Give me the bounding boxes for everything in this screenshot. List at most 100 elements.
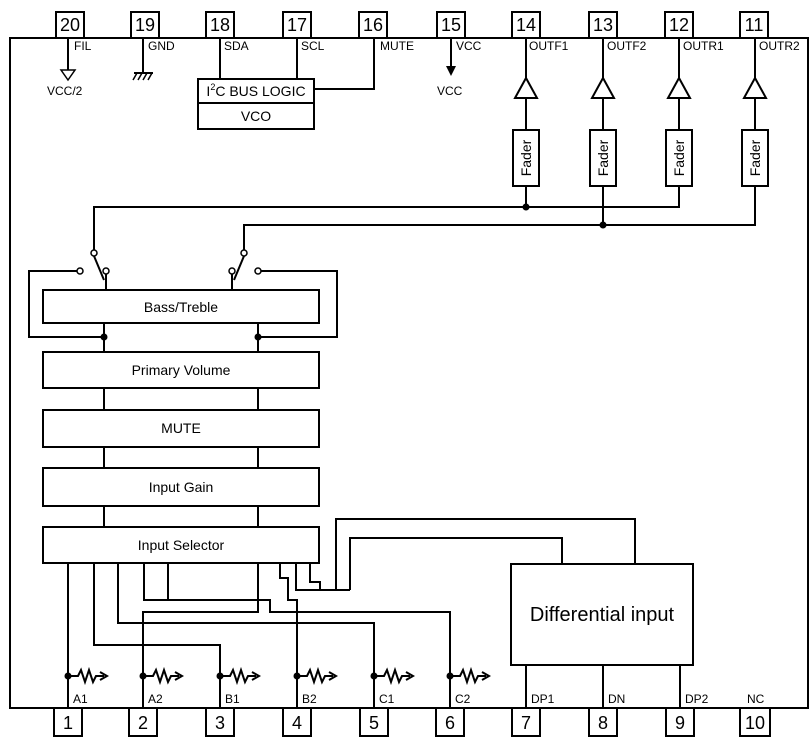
bottom-pin-1: 1 xyxy=(53,707,83,737)
pin-number: 2 xyxy=(138,713,148,733)
top-pin-12: 12 OUTR1 xyxy=(664,11,724,53)
pin-label: DN xyxy=(608,692,625,706)
pin-label: DP1 xyxy=(531,692,555,706)
output-chain-outf1: Fader xyxy=(512,38,540,207)
pin-number: 15 xyxy=(441,15,461,35)
pin-number: 11 xyxy=(745,15,764,35)
bottom-pin-2: 2 xyxy=(128,707,158,737)
pin-number: 9 xyxy=(675,713,685,733)
bottom-pin-9: 9 xyxy=(665,707,695,737)
vco-label: VCO xyxy=(241,108,271,124)
output-chain-outr1: Fader xyxy=(526,38,693,208)
resistor-a1 xyxy=(64,666,110,686)
pin-label: OUTF2 xyxy=(607,39,647,53)
bottom-pin-3: 3 xyxy=(205,707,235,737)
bottom-pin-7: 7 xyxy=(511,707,541,737)
pin-number: 1 xyxy=(63,713,73,733)
vcc-reference-label: VCC xyxy=(437,84,463,98)
top-pin-19: 19 GND xyxy=(130,11,175,53)
output-chain-outf2: Fader xyxy=(589,38,617,225)
pin-number: 10 xyxy=(745,713,765,733)
vco-block xyxy=(197,102,315,130)
top-pin-11: 11 OUTR2 xyxy=(739,11,800,53)
fader-label: Fader xyxy=(747,139,763,176)
pin-number: 17 xyxy=(287,15,307,35)
i2c-bus-logic-block xyxy=(197,78,315,104)
pin-label: OUTR1 xyxy=(683,39,724,53)
buffer-triangle-icon xyxy=(590,75,616,99)
pin-label: B2 xyxy=(302,692,317,706)
pin-label: C2 xyxy=(455,692,471,706)
junction-dot xyxy=(100,333,108,341)
pin-label: OUTR2 xyxy=(759,39,800,53)
resistor-c2 xyxy=(446,666,492,686)
pin-label: GND xyxy=(148,39,175,53)
bottom-pin-4: 4 xyxy=(282,707,312,737)
bottom-pin-5: 5 xyxy=(359,707,389,737)
bottom-pin-10: 10 xyxy=(739,707,771,737)
ground-icon xyxy=(132,72,153,81)
primary-volume-block xyxy=(42,351,320,389)
pin-label: SDA xyxy=(224,39,249,53)
pin-label: SCL xyxy=(301,39,325,53)
pin-number: 4 xyxy=(292,713,302,733)
primary-volume-label: Primary Volume xyxy=(132,362,231,378)
pin-label: FIL xyxy=(74,39,92,53)
top-pin-14: 14 OUTF1 xyxy=(511,11,569,53)
input-selector-label: Input Selector xyxy=(138,537,225,553)
pin-number: 3 xyxy=(215,713,225,733)
pin-number: 7 xyxy=(521,713,531,733)
pin-label: DP2 xyxy=(685,692,709,706)
top-pin-18: 18 SDA xyxy=(205,11,249,53)
resistor-a2 xyxy=(139,666,185,686)
pin-number: 12 xyxy=(669,15,689,35)
pin-label: A2 xyxy=(148,692,163,706)
input-gain-label: Input Gain xyxy=(149,479,214,495)
resistor-b2 xyxy=(293,666,339,686)
bass-treble-label: Bass/Treble xyxy=(144,299,218,315)
pin-label: OUTF1 xyxy=(529,39,569,53)
resistor-b1 xyxy=(216,666,262,686)
pin-number: 16 xyxy=(363,15,383,35)
bottom-pin-8: 8 xyxy=(588,707,618,737)
pin-number: 18 xyxy=(210,15,230,35)
junction-dot xyxy=(599,221,607,229)
input-gain-block xyxy=(42,467,320,507)
pin-label: NC xyxy=(747,692,765,706)
pin-number: 8 xyxy=(598,713,608,733)
bottom-pin-6: 6 xyxy=(435,707,465,737)
pin-number: 13 xyxy=(593,15,613,35)
top-pin-16: 16 MUTE xyxy=(358,11,414,53)
fader-label: Fader xyxy=(671,139,687,176)
top-pin-17: 17 SCL xyxy=(282,11,325,53)
output-chain-outr2: Fader xyxy=(603,38,769,226)
pin-number: 19 xyxy=(135,15,155,35)
bass-treble-block xyxy=(42,289,320,324)
fader-label: Fader xyxy=(595,139,611,176)
mute-label: MUTE xyxy=(161,420,201,436)
junction-dot xyxy=(254,333,262,341)
pin-number: 6 xyxy=(445,713,455,733)
arrow-down-icon xyxy=(446,66,456,76)
junction-dot xyxy=(522,203,530,211)
pin-label: MUTE xyxy=(380,39,414,53)
fader-label: Fader xyxy=(518,139,534,176)
mute-block xyxy=(42,409,320,448)
input-selector-block xyxy=(42,526,320,564)
buffer-triangle-icon xyxy=(666,75,692,99)
top-pin-15: 15 VCC xyxy=(436,11,482,53)
top-pin-20: 20 FIL xyxy=(55,11,92,53)
resistor-c1 xyxy=(370,666,416,686)
buffer-triangle-icon xyxy=(513,75,539,99)
chip-outline xyxy=(9,37,809,709)
pin-label: B1 xyxy=(225,692,240,706)
switch-left xyxy=(28,249,110,338)
pin-label: C1 xyxy=(379,692,395,706)
pin-number: 5 xyxy=(369,713,379,733)
pin-label: A1 xyxy=(73,692,88,706)
fil-reference-label: VCC/2 xyxy=(47,84,83,98)
i2c-bus-logic-label: I2C BUS LOGIC xyxy=(206,82,305,99)
pin-label: VCC xyxy=(456,39,482,53)
differential-input-label: Differential input xyxy=(530,604,675,626)
